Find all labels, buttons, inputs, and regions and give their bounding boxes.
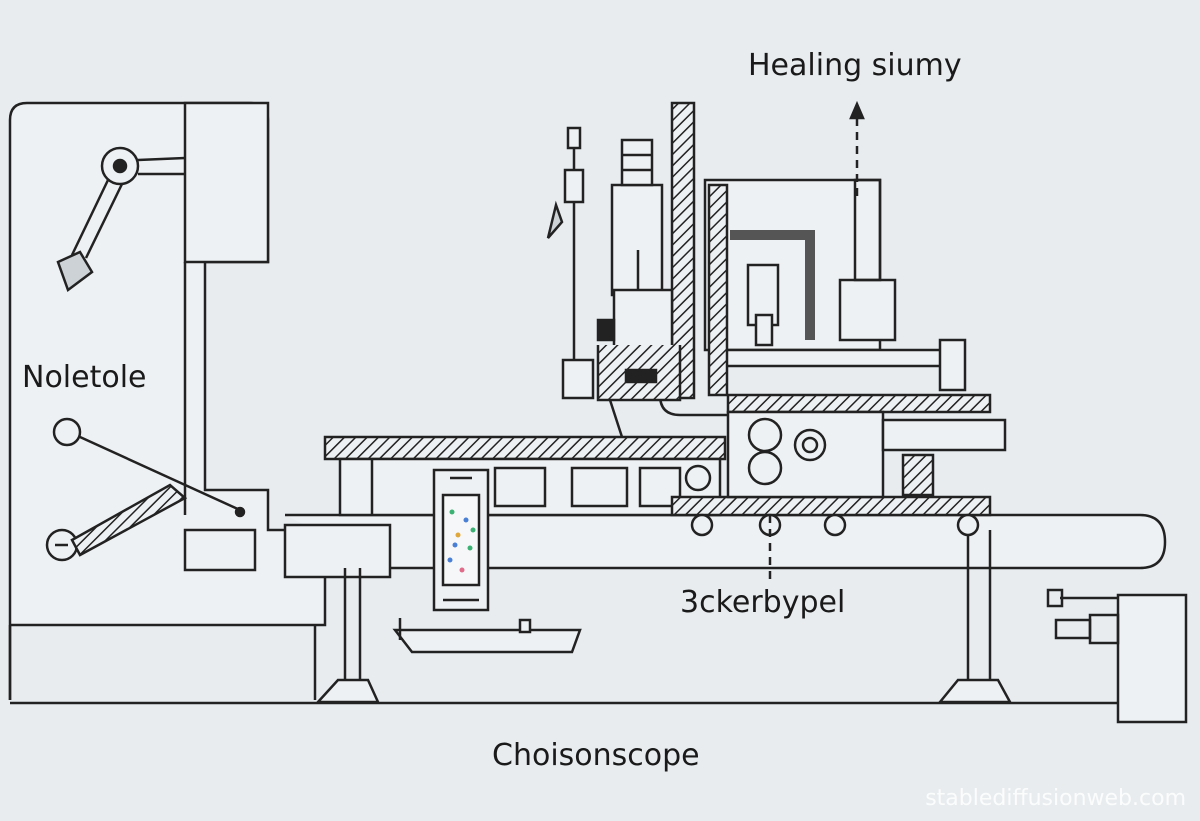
specimen-container <box>432 468 490 612</box>
label-ckerbypel: 3ckerbypel <box>680 585 846 620</box>
label-choisonscope: Choisonscope <box>492 738 700 773</box>
side-unit <box>1046 588 1188 724</box>
vertical-mast <box>658 101 729 417</box>
watermark: stablediffusionweb.com <box>925 786 1186 811</box>
arrow-healing <box>849 100 865 200</box>
upper-arm <box>56 146 186 293</box>
tray <box>392 618 582 654</box>
conveyor <box>283 513 1167 704</box>
lower-arm <box>45 417 246 562</box>
table-frame <box>323 435 727 517</box>
upper-housing <box>703 178 967 392</box>
left-column <box>8 101 327 700</box>
carriage <box>670 393 1007 580</box>
label-healing: Healing siumy <box>748 48 962 83</box>
spindle-assembly <box>596 138 682 402</box>
label-noletole: Noletole <box>22 360 147 395</box>
probe <box>546 126 624 438</box>
